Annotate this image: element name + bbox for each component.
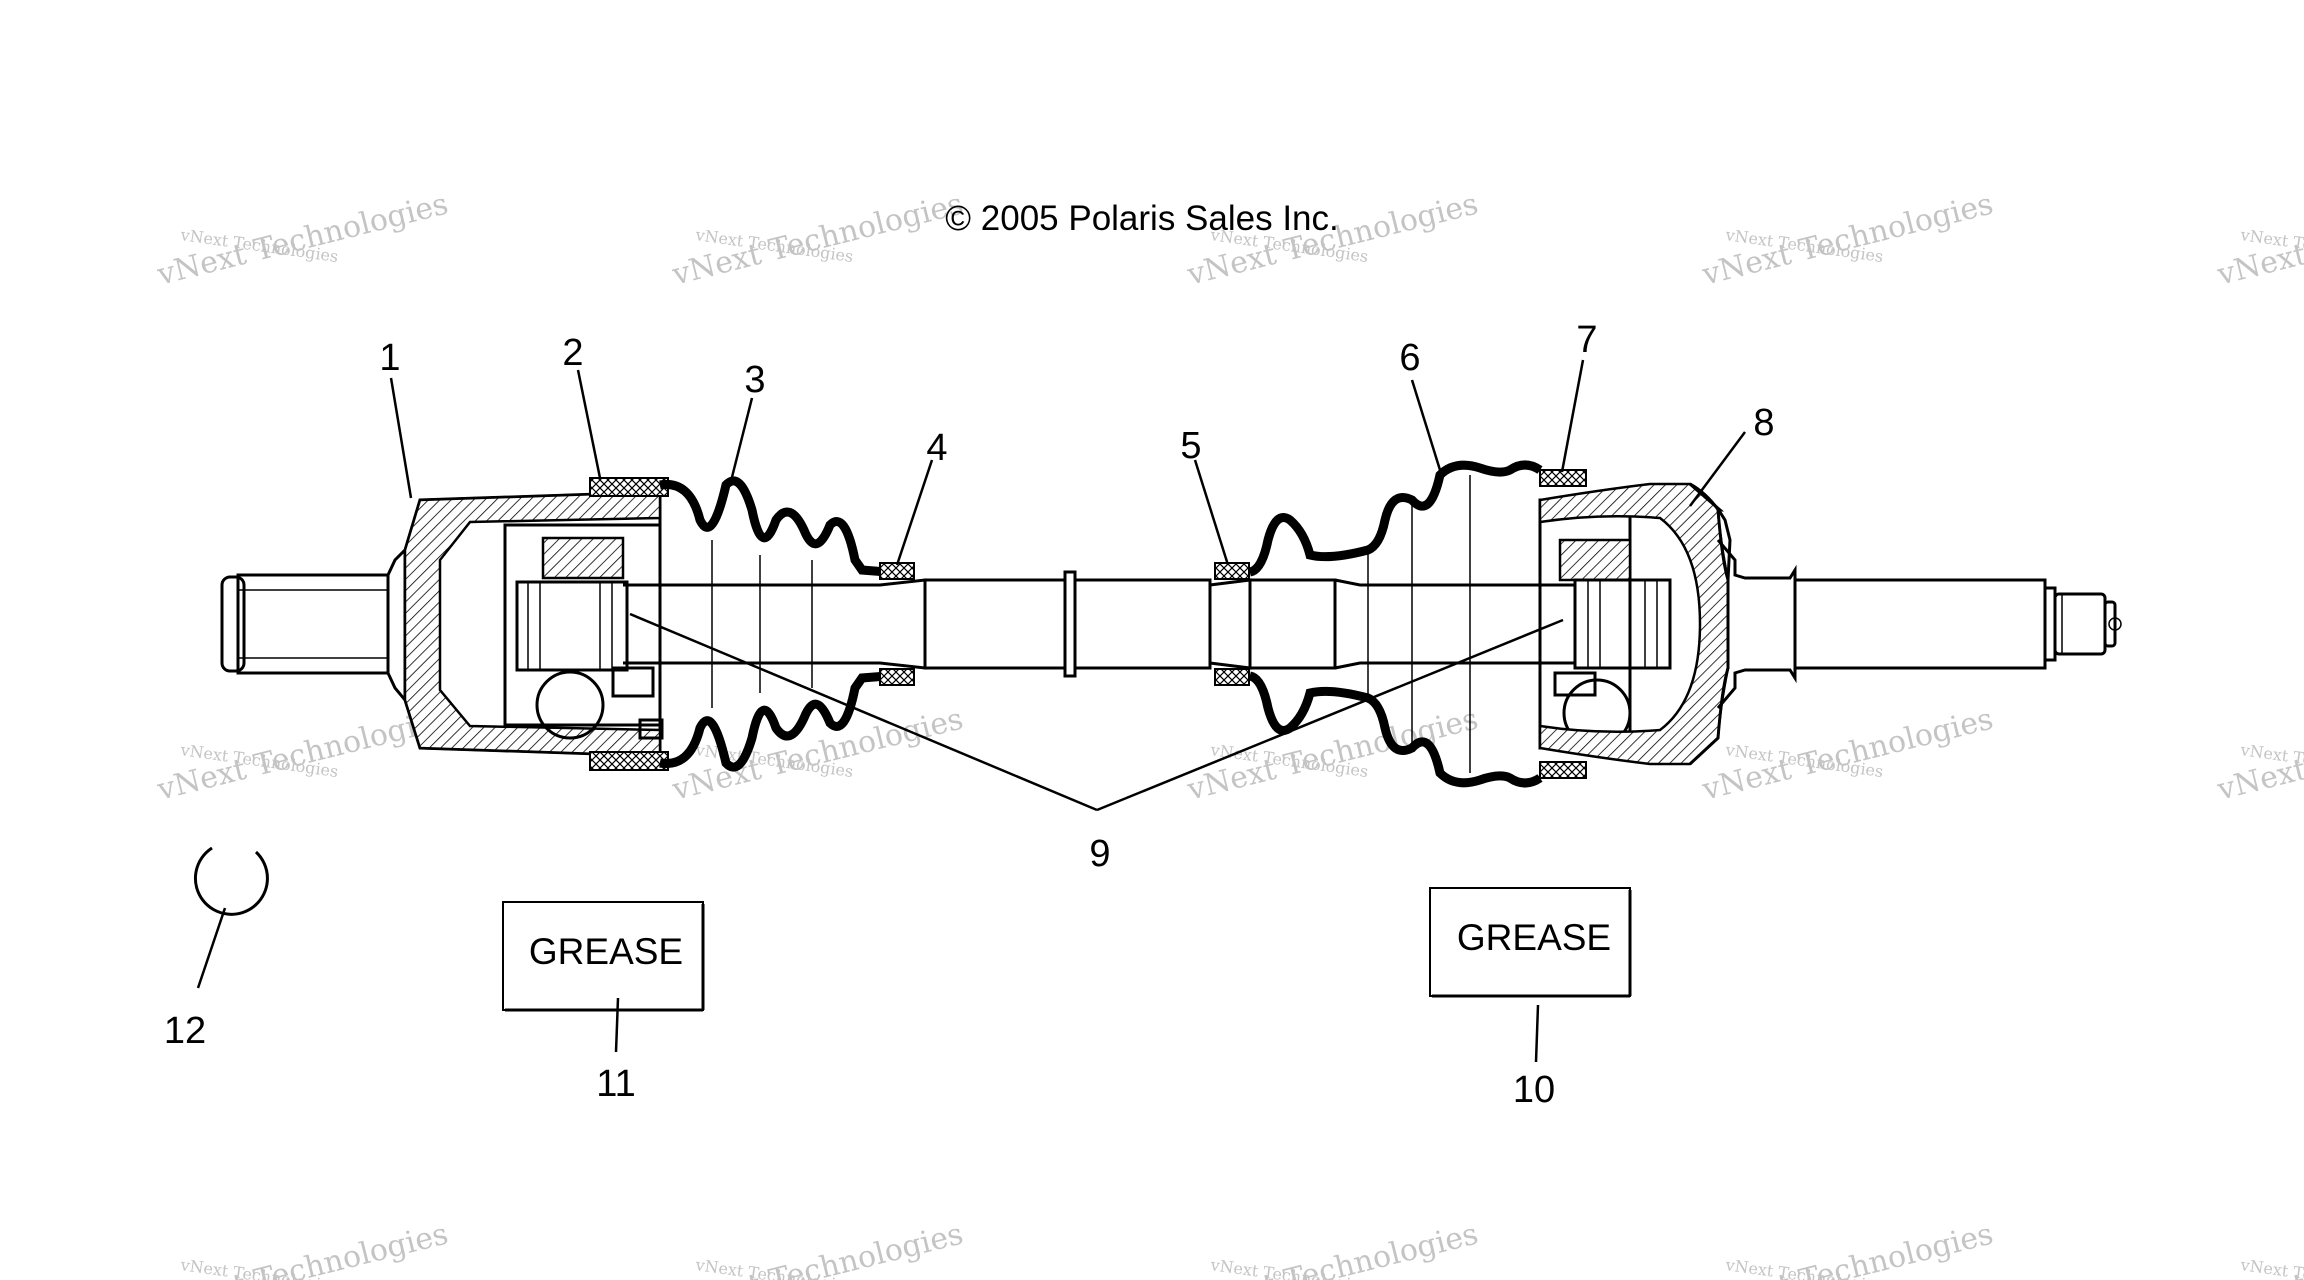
main-shaft	[623, 570, 1577, 678]
right-boot-clamp-small	[1214, 562, 1250, 686]
callout-6: 6	[1399, 337, 1420, 379]
callout-7: 7	[1576, 319, 1597, 361]
right-stub-shaft	[1716, 539, 2122, 709]
callout-11: 11	[596, 1063, 635, 1105]
drive-shaft-assembly	[193, 460, 2122, 916]
grease-label-left: GREASE	[529, 931, 683, 972]
callout-9: 9	[1089, 833, 1110, 875]
callout-3: 3	[744, 359, 765, 401]
callout-5: 5	[1180, 425, 1201, 467]
right-cv-boot	[1248, 460, 1543, 788]
callout-4: 4	[926, 427, 947, 469]
callout-10: 10	[1513, 1069, 1555, 1111]
callout-labels: 1 2 3 4 5 6 7 8 9 10 11 12	[164, 319, 1775, 1111]
callout-8: 8	[1753, 402, 1774, 444]
left-cv-housing	[403, 490, 662, 758]
right-boot-clamp-large	[1539, 469, 1587, 779]
leader-lines	[196, 359, 1747, 1063]
callout-12: 12	[164, 1010, 206, 1052]
grease-box-right: GREASE	[1429, 887, 1632, 998]
callout-2: 2	[562, 332, 583, 374]
snap-ring	[193, 846, 269, 916]
left-stub-shaft	[220, 546, 407, 705]
right-cv-housing	[1538, 482, 1732, 766]
grease-label-right: GREASE	[1457, 917, 1611, 958]
callout-1: 1	[379, 337, 400, 379]
left-inner-race	[503, 523, 664, 740]
right-inner-race	[1538, 498, 1672, 750]
grease-box-left: GREASE	[502, 901, 705, 1012]
copyright-text: © 2005 Polaris Sales Inc.	[945, 199, 1339, 238]
left-cv-boot	[659, 476, 901, 772]
